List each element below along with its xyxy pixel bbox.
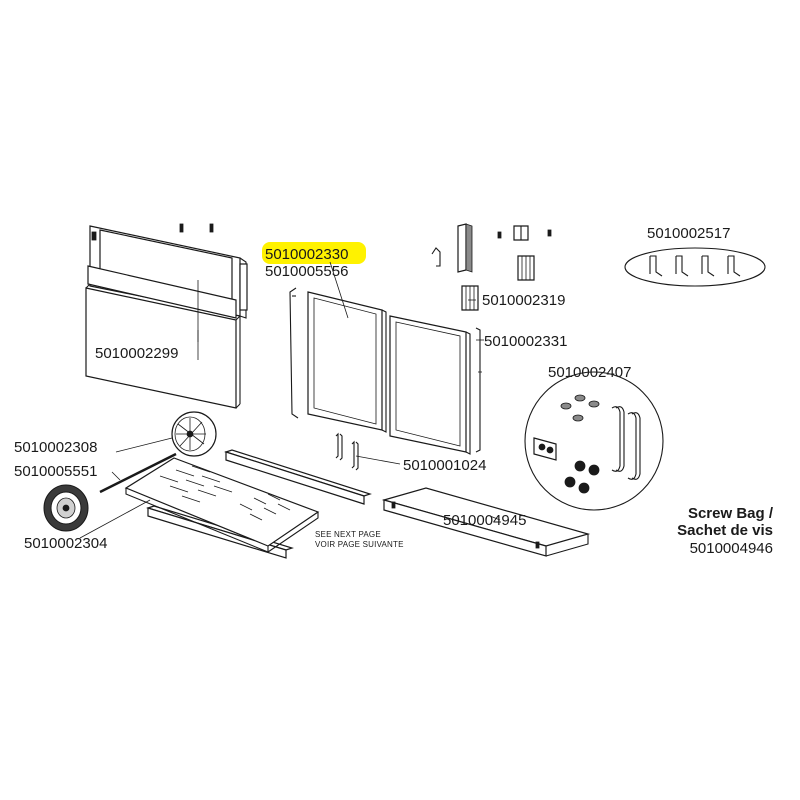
label-door-handles: 5010001024: [403, 457, 486, 474]
label-door-left-2: 5010005556: [265, 263, 348, 280]
back-panel-drawing: [85, 223, 248, 409]
handle-kit-drawing: [524, 371, 664, 511]
label-axle: 5010005551: [14, 463, 97, 480]
right-door-drawing: [389, 315, 484, 455]
shelf-slots: [159, 465, 291, 521]
axle-drawing: [99, 452, 177, 494]
left-door-drawing: [289, 287, 387, 433]
label-bottom-shelf: 5010004945: [443, 512, 526, 529]
legs-drawing: [431, 223, 552, 311]
label-hinge-bracket-set: 5010002517: [647, 225, 730, 242]
label-leg-cap: 5010002319: [482, 292, 565, 309]
part-highlight: [262, 242, 366, 264]
label-screw-bag: 5010004946: [690, 540, 773, 557]
screw-bag-title-1: Screw Bag /: [688, 505, 774, 522]
bottom-frame-drawing: [124, 449, 372, 559]
door-handles-drawing: [335, 432, 359, 471]
screw-bag-title-2: Sachet de vis: [677, 522, 773, 539]
wheel-drawing: [43, 484, 89, 532]
label-handle-kit: 5010002407: [548, 364, 631, 381]
label-back-panel: 5010002299: [95, 345, 178, 362]
label-wheel-hub: 5010002308: [14, 439, 97, 456]
label-wheel: 5010002304: [24, 535, 107, 552]
voir-page-suivante: VOIR PAGE SUIVANTE: [315, 540, 404, 549]
label-door-right: 5010002331: [484, 333, 567, 350]
bottom-shelf-drawing: [381, 487, 591, 557]
leader-lines: [79, 261, 501, 539]
wheel-hub-drawing: [171, 411, 217, 457]
hinge-bracket-set-drawing: [624, 247, 766, 287]
see-next-page: SEE NEXT PAGE: [315, 530, 381, 539]
part-labels: 5010002299 5010002330 5010005556 5010002…: [14, 225, 774, 557]
label-door-left-1: 5010002330: [265, 246, 348, 263]
